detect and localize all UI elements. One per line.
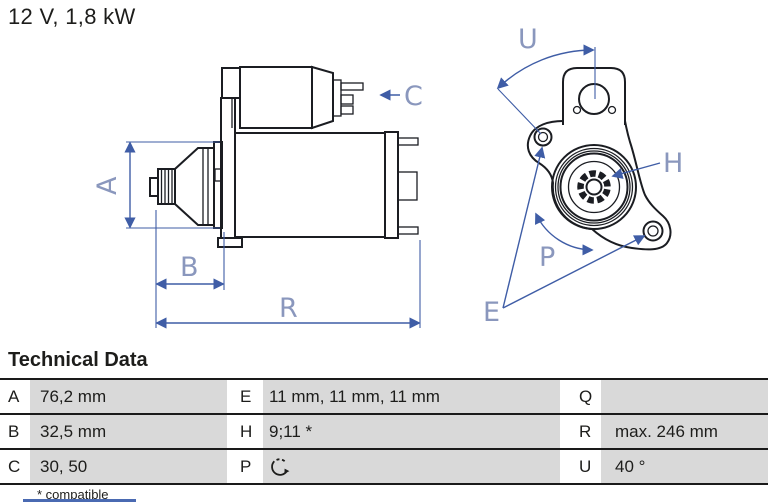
dimension-label-r: R [279,293,298,324]
pointer-e: E [483,146,646,328]
rear-stud-bottom [397,226,419,235]
terminal-block [332,79,342,117]
spec-value-b: 32,5 mm [30,415,227,448]
bracket-step-line [222,97,233,128]
dimension-c: C [379,81,423,112]
shaft-tip [149,177,159,197]
pinion-center-hole [585,178,603,196]
spec-value-u: 40 ° [601,450,768,483]
cone-ring-lines [202,148,209,225]
housing-ring-3 [557,150,631,224]
bracket-foot [217,237,243,248]
dimension-label-a: A [92,176,123,195]
spec-value-p [263,450,560,483]
spec-key-r: R [579,422,592,441]
spec-value-c: 30, 50 [30,450,227,483]
mounting-tab [562,67,626,125]
bolt-hole-bottom-right-inner [647,225,659,237]
pointer-label-h: H [663,148,683,179]
table-row: B 32,5 mm H 9;11 * R max. 246 mm [0,413,768,448]
spec-key-b: B [8,422,20,441]
terminal-stud-top [340,82,364,91]
page-title: 12 V, 1,8 kW [8,4,136,29]
bolt-hole-top-left-outer [533,127,553,147]
footnote: * compatible [37,487,109,502]
rear-connector [397,171,418,201]
spec-value-a: 76,2 mm [30,380,227,413]
bolt-hole-bottom-right-outer [642,220,664,242]
side-view-drawing: A B R C [92,65,423,329]
front-view-drawing: U H P E [483,24,683,328]
dimension-r: R [155,240,421,329]
terminal-stud-mid [340,94,354,105]
spec-value-e: 11 mm, 11 mm, 11 mm [263,380,560,413]
technical-data-table: A 76,2 mm E 11 mm, 11 mm, 11 mm Q B 32,5… [0,378,768,485]
solenoid-front-bracket [221,67,241,99]
dimension-label-b: B [180,252,199,283]
rotation-p: P [535,212,594,273]
tab-center-hole [578,83,610,115]
housing-ring-2 [554,147,634,227]
angle-label-u: U [518,24,538,55]
spec-value-r: max. 246 mm [601,415,768,448]
support-bracket [220,97,236,239]
spec-key-p: P [240,457,252,476]
spec-value-q [601,380,768,413]
pinion-teeth-front [577,170,611,204]
spec-key-c: C [8,457,21,476]
dimension-a: A [92,141,220,229]
technical-data-heading: Technical Data [8,349,148,371]
pointer-label-e: E [483,297,500,328]
rotation-label-p: P [539,242,555,273]
rear-end-cap [384,131,399,239]
housing-ring-outer [551,144,637,230]
table-row: C 30, 50 P U 40 ° [0,448,768,483]
spec-key-e: E [240,387,252,406]
tab-small-hole-right [607,105,617,115]
rotation-direction-clockwise-icon [271,457,290,476]
partial-element-bottom-edge [23,499,136,502]
spec-key-a: A [8,387,20,406]
terminal-stud-bottom [340,105,354,115]
angle-u: U [496,24,596,135]
spec-key-q: Q [579,387,593,406]
table-row: A 76,2 mm E 11 mm, 11 mm, 11 mm Q [0,378,768,413]
spec-key-u: U [579,457,592,476]
bearing-face-circle [567,160,621,214]
starter-motor-technical-drawing: A B R C [92,24,683,329]
pinion-teeth-lines [160,169,173,204]
spec-value-h: 9;11 * [263,415,560,448]
housing-ring-4 [559,152,629,222]
dimension-label-c: C [404,81,423,112]
pointer-h: H [611,148,683,179]
bolt-hole-top-left-inner [537,131,549,143]
solenoid-end-cap [311,65,334,130]
solenoid-body [239,66,313,129]
motor-body [234,132,386,238]
tab-small-hole-left [572,105,582,115]
dimension-b: B [155,210,225,328]
spec-key-h: H [240,422,253,441]
rear-stud-top [397,137,419,146]
